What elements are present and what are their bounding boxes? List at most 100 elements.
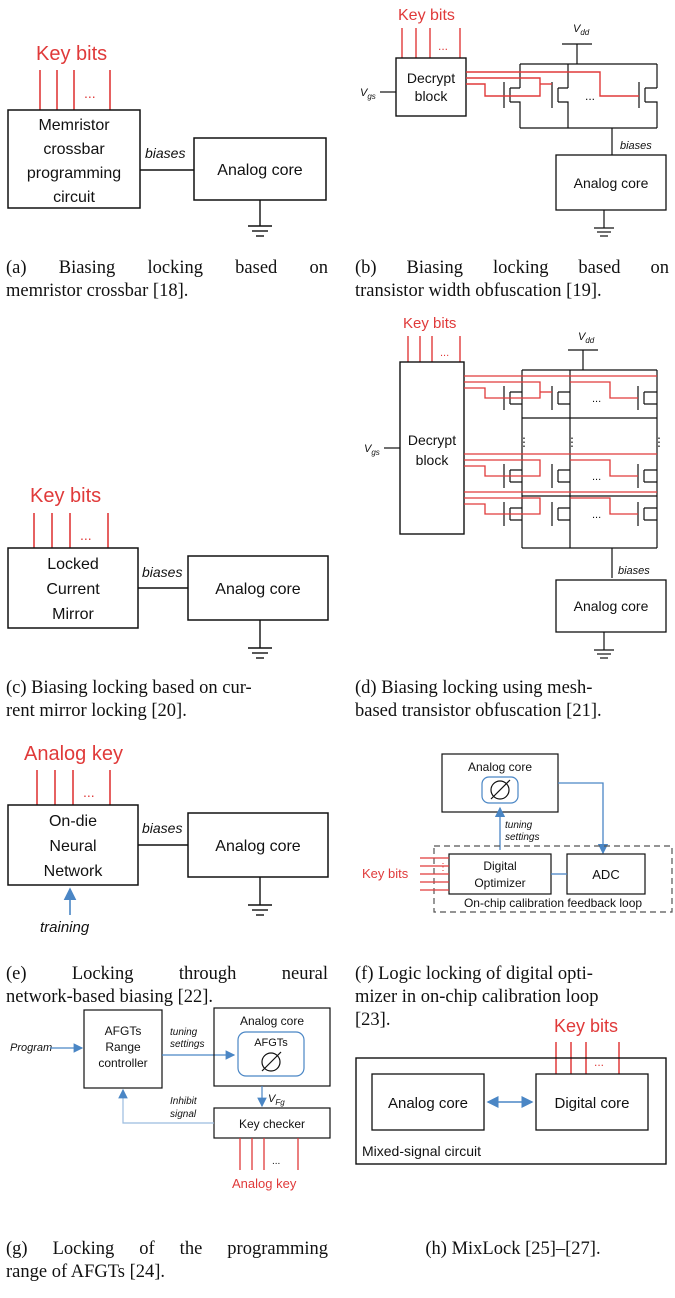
nn-label-2: Neural: [49, 838, 96, 855]
ground-symbol: [248, 200, 272, 237]
feedback-arrow: [558, 782, 609, 855]
transistor-array: [503, 43, 658, 155]
mixed-signal-label: Mixed-signal circuit: [362, 1143, 481, 1159]
key-bits-dots: ...: [594, 1055, 604, 1069]
key-vdots: ⋮: [438, 862, 448, 873]
ground-symbol: [248, 877, 272, 916]
caption-e-line1: (e) Locking through neural: [6, 964, 328, 984]
tuning-label-2: settings: [505, 832, 539, 843]
mirror-label-2: Current: [46, 581, 100, 598]
row3-ellipsis: ...: [592, 509, 601, 521]
analog-core-label: Analog core: [217, 162, 302, 179]
panel-h: Key bits ... Analog core Digital core Mi…: [355, 1016, 667, 1165]
gate-wires: [464, 375, 657, 515]
key-bits-dots: ...: [83, 784, 95, 800]
memristor-label-4: circuit: [53, 189, 95, 206]
analog-core-label: Analog core: [388, 1095, 468, 1112]
decrypt-label-1: Decrypt: [408, 432, 456, 448]
row1-ellipsis: ...: [592, 393, 601, 405]
afgts-element: [237, 1031, 305, 1077]
gate-wires: [466, 71, 639, 97]
key-checker-label: Key checker: [239, 1117, 305, 1131]
analog-core-block: [555, 154, 667, 211]
caption-g-line2: range of AFGTs [24].: [6, 1262, 166, 1282]
caption-a-line1: (a) Biasing locking based on: [6, 258, 328, 278]
analog-core-label: Analog core: [240, 1014, 304, 1028]
panel-c: Key bits ... Locked Current Mirror biase…: [7, 485, 329, 659]
vdots-3: ⋮: [653, 435, 665, 449]
vgs-label: Vgs: [360, 87, 376, 101]
tunable-element: [481, 776, 519, 804]
caption-c-line1: (c) Biasing locking based on cur-: [6, 678, 252, 698]
analog-core-block: [187, 812, 329, 878]
variable-symbol: [261, 1051, 282, 1072]
mixed-signal-block: [355, 1057, 667, 1165]
key-bit-lines: [36, 770, 111, 805]
optimizer-label-2: Optimizer: [474, 876, 525, 890]
vdd-label: Vdd: [573, 23, 590, 37]
vgs-label: Vgs: [364, 443, 380, 457]
panel-e: Analog key ... On-die Neural Network bia…: [7, 743, 329, 936]
optimizer-label-1: Digital: [483, 859, 516, 873]
training-label: training: [40, 919, 90, 936]
panel-a: Key bits ... Memristor crossbar programm…: [7, 43, 327, 237]
memristor-label-3: programming: [27, 165, 121, 182]
mesh-array: [503, 349, 658, 578]
analog-core-block: [371, 1073, 485, 1131]
key-bit-lines: [401, 28, 461, 58]
tuning-label-2: settings: [170, 1039, 204, 1050]
key-bits-dots: ...: [440, 347, 449, 359]
adc-label: ADC: [592, 867, 619, 882]
nn-label-1: On-die: [49, 813, 97, 830]
key-bit-lines: [407, 336, 461, 362]
panel-d: Key bits ... Decrypt block Vgs Vdd: [364, 315, 667, 659]
memristor-label-2: crossbar: [43, 141, 105, 158]
biases-label: biases: [142, 564, 182, 580]
caption-b-line2: transistor width obfuscation [19].: [355, 281, 602, 301]
caption-d-line2: based transistor obfuscation [21].: [355, 701, 602, 721]
digital-core-label: Digital core: [554, 1095, 629, 1112]
biases-label: biases: [618, 565, 650, 577]
inhibit-label-2: signal: [170, 1109, 197, 1120]
decrypt-block: [395, 57, 467, 117]
caption-f-line1: (f) Logic locking of digital opti-: [355, 964, 593, 984]
ground-symbol: [594, 210, 614, 237]
ground-symbol: [594, 632, 614, 659]
row2-ellipsis: ...: [592, 471, 601, 483]
decrypt-block: [399, 361, 465, 535]
ground-symbol: [248, 620, 272, 659]
vdd-label: Vdd: [578, 331, 595, 345]
digital-core-block: [535, 1073, 649, 1131]
analog-core-label: Analog core: [574, 598, 649, 614]
caption-e-line2: network-based biasing [22].: [6, 987, 214, 1007]
caption-h: (h) MixLock [25]–[27].: [425, 1239, 601, 1259]
analog-key-label: Analog key: [24, 743, 123, 765]
key-dots: ...: [272, 1156, 280, 1167]
analog-core-block: [555, 579, 667, 633]
caption-d-line1: (d) Biasing locking using mesh-: [355, 678, 593, 698]
mirror-label-3: Mirror: [52, 606, 94, 623]
key-bit-lines: [39, 70, 111, 110]
controller-label-1: AFGTs: [105, 1024, 142, 1038]
key-bits-label: Key bits: [554, 1016, 618, 1036]
vdots-2: ⋮: [566, 435, 578, 449]
panel-b: Key bits ... Decrypt block Vgs Vdd ...: [360, 7, 667, 237]
analog-key-label: Analog key: [232, 1176, 297, 1191]
analog-core-label: Analog core: [215, 581, 300, 598]
biases-label: biases: [142, 820, 182, 836]
controller-label-2: Range: [105, 1040, 141, 1054]
decrypt-label-1: Decrypt: [407, 70, 455, 86]
caption-b-line1: (b) Biasing locking based on: [355, 258, 669, 278]
analog-core-label: Analog core: [574, 175, 649, 191]
controller-label-3: controller: [98, 1056, 147, 1070]
key-bits-dots: ...: [80, 527, 92, 543]
memristor-label-1: Memristor: [38, 117, 110, 134]
analog-core-label: Analog core: [468, 760, 532, 774]
nn-label-3: Network: [44, 863, 104, 880]
biases-label: biases: [620, 140, 652, 152]
caption-g-line1: (g) Locking of the programming: [6, 1239, 328, 1259]
decrypt-label-2: block: [416, 452, 450, 468]
key-bits-label: Key bits: [362, 866, 409, 881]
decrypt-label-2: block: [415, 88, 449, 104]
key-bits-label: Key bits: [398, 7, 455, 24]
